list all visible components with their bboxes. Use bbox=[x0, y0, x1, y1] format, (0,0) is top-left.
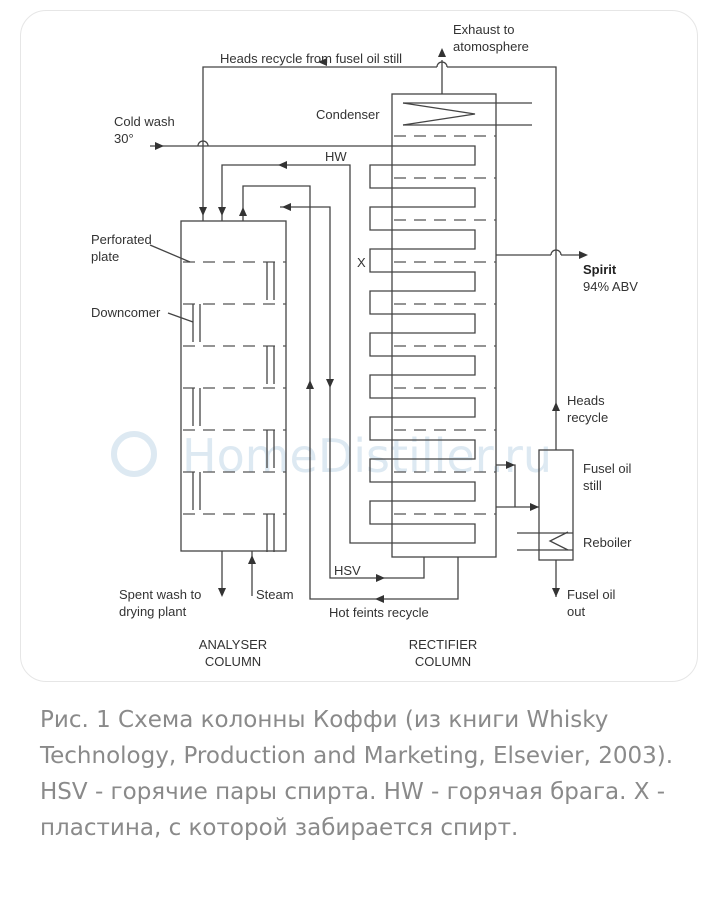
figure-card bbox=[20, 10, 698, 682]
hsv-down-arrow-icon bbox=[326, 379, 334, 388]
hot-feints-line bbox=[242, 185, 459, 600]
label-exhaust-2: atomosphere bbox=[453, 39, 529, 54]
label-heads-recycle-2: recycle bbox=[567, 410, 608, 425]
downcomer-leader bbox=[167, 312, 194, 323]
label-cold-wash-2: 30° bbox=[114, 131, 134, 146]
label-spirit: Spirit bbox=[583, 262, 617, 277]
label-fusel-still-1: Fusel oil bbox=[583, 461, 632, 476]
analyser-plates bbox=[183, 261, 286, 515]
spirit-crossover bbox=[550, 249, 562, 256]
analyser-downcomers bbox=[192, 262, 275, 552]
heads-arrow-icon bbox=[318, 58, 327, 66]
exhaust-arrow-icon bbox=[438, 48, 446, 57]
label-fusel-out-2: out bbox=[567, 604, 585, 619]
label-fusel-still-2: still bbox=[583, 478, 602, 493]
fusel-out-arrow-icon bbox=[552, 588, 560, 597]
condenser bbox=[402, 102, 532, 126]
feints-arrow-icon bbox=[375, 595, 384, 603]
heads-recycle-line bbox=[202, 66, 557, 450]
perforated-plate-leader bbox=[149, 244, 191, 263]
watermark-text: HomeDistiller.ru bbox=[182, 429, 552, 483]
hsv-line bbox=[280, 206, 425, 579]
label-reboiler: Reboiler bbox=[583, 535, 632, 550]
side-draw-lines bbox=[496, 464, 539, 508]
label-fusel-out-1: Fusel oil bbox=[567, 587, 616, 602]
watermark-logo-icon bbox=[111, 431, 157, 477]
coffey-still-diagram: HomeDistiller.ru bbox=[91, 22, 638, 669]
rectifier-column bbox=[391, 93, 497, 558]
label-rectifier-1: RECTIFIER bbox=[409, 637, 478, 652]
side-draw-arrow-2-icon bbox=[530, 503, 539, 511]
wash-coil bbox=[150, 145, 476, 544]
label-spent-wash-1: Spent wash to bbox=[119, 587, 201, 602]
spent-wash-arrow-icon bbox=[218, 588, 226, 597]
label-condenser: Condenser bbox=[316, 107, 380, 122]
label-hot-feints: Hot feints recycle bbox=[329, 605, 429, 620]
label-downcomer: Downcomer bbox=[91, 305, 161, 320]
figure-caption: Рис. 1 Схема колонны Коффи (из книги Whi… bbox=[40, 707, 674, 841]
feints-up-arrow-icon bbox=[306, 380, 314, 389]
rectifier-plates bbox=[394, 135, 496, 515]
label-exhaust-1: Exhaust to bbox=[453, 22, 514, 37]
cold-wash-crossover bbox=[197, 140, 209, 147]
label-analyser-2: COLUMN bbox=[205, 654, 261, 669]
label-rectifier-2: COLUMN bbox=[415, 654, 471, 669]
spirit-arrow-icon bbox=[579, 251, 588, 259]
watermark: HomeDistiller.ru bbox=[111, 429, 552, 483]
label-cold-wash-1: Cold wash bbox=[114, 114, 175, 129]
side-draw-arrow-1-icon bbox=[506, 461, 515, 469]
reboiler bbox=[517, 531, 573, 551]
label-heads-recycle-top: Heads recycle from fusel oil still bbox=[220, 51, 402, 66]
label-steam: Steam bbox=[256, 587, 294, 602]
hsv-in-arrow-icon bbox=[282, 203, 291, 211]
label-spent-wash-2: drying plant bbox=[119, 604, 187, 619]
analyser-column bbox=[180, 220, 287, 552]
hsv-arrow-icon bbox=[376, 574, 385, 582]
vapour-out-arrow-icon bbox=[239, 207, 247, 216]
label-hw: HW bbox=[325, 149, 347, 164]
label-x-plate: X bbox=[357, 255, 366, 270]
heads-in-arrow-icon bbox=[199, 207, 207, 216]
cold-wash-arrow-icon bbox=[155, 142, 164, 150]
hw-in-arrow-icon bbox=[218, 207, 226, 216]
label-analyser-1: ANALYSER bbox=[199, 637, 267, 652]
heads-recycle-arrow-icon bbox=[552, 402, 560, 411]
label-hsv: HSV bbox=[334, 563, 361, 578]
steam-arrow-icon bbox=[248, 555, 256, 564]
label-perforated-2: plate bbox=[91, 249, 119, 264]
flow-arrows bbox=[155, 48, 588, 603]
label-perforated-1: Perforated bbox=[91, 232, 152, 247]
label-heads-recycle-1: Heads bbox=[567, 393, 605, 408]
label-spirit-abv: 94% ABV bbox=[583, 279, 638, 294]
hw-arrow-icon bbox=[278, 161, 287, 169]
